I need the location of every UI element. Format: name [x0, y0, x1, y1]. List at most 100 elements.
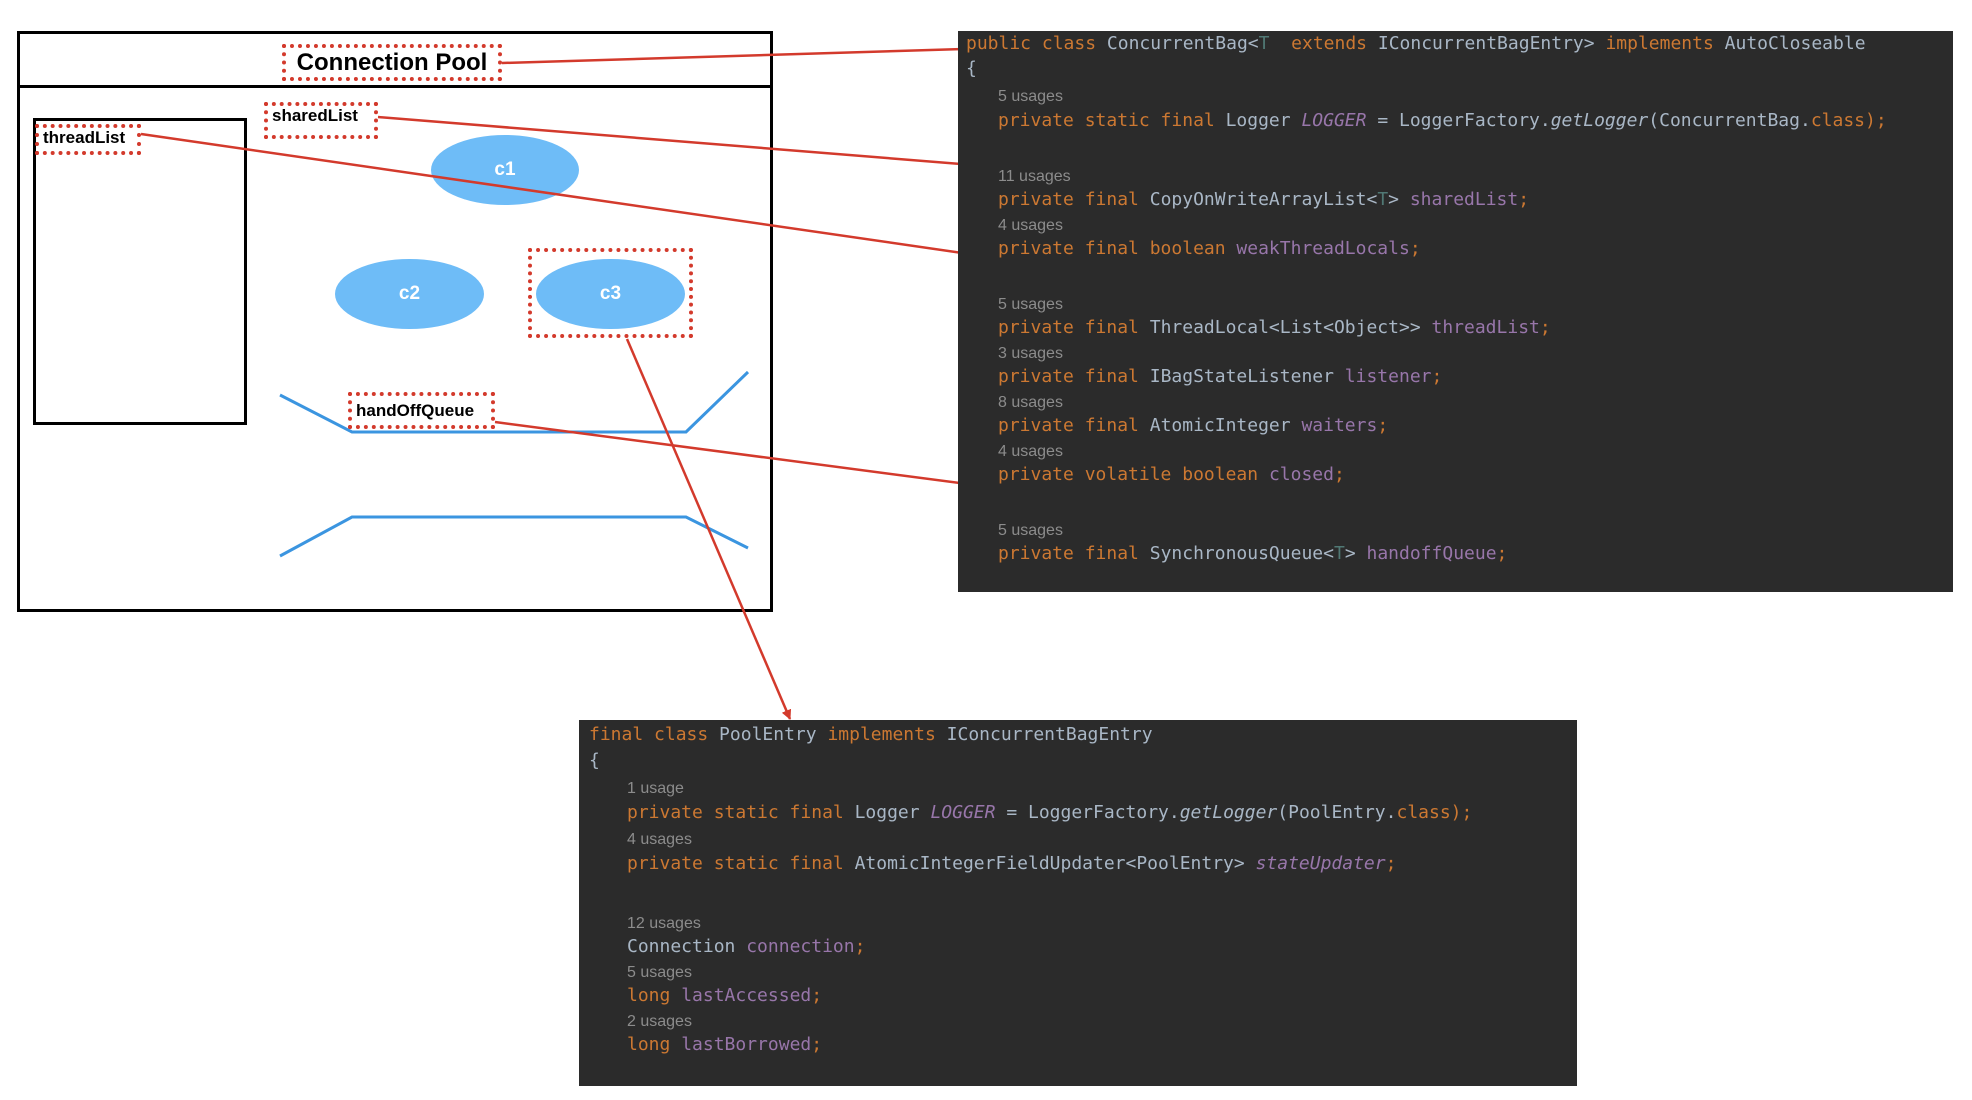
code-token: extends	[1291, 33, 1368, 54]
code-token: implements	[1605, 33, 1714, 54]
code-token: LOGGER	[930, 802, 996, 823]
code-token: handoffQueue	[1366, 543, 1497, 564]
code-token: stateUpdater	[1255, 853, 1386, 874]
code-token: (ConcurrentBag.	[1648, 110, 1811, 131]
code-line: {	[589, 749, 600, 773]
code-token: private final	[998, 543, 1139, 564]
usage-hint: 3 usages	[998, 345, 1063, 362]
code-token: closed	[1268, 464, 1334, 485]
code-line: private final CopyOnWriteArrayList<T> sh…	[998, 188, 1529, 212]
code-token: T	[1377, 189, 1389, 210]
code-token: Logger	[1214, 110, 1302, 131]
code-token: );	[1450, 802, 1473, 823]
code-token: private volatile boolean	[998, 464, 1259, 485]
code-token: long	[627, 985, 671, 1006]
usage-hint: 5 usages	[998, 296, 1063, 313]
code-token: ;	[1409, 238, 1421, 259]
pool-title: Connection Pool	[282, 44, 502, 81]
handoff-queue-label: handOffQueue	[348, 392, 495, 429]
pool-header-divider	[17, 85, 773, 88]
code-token: implements	[827, 724, 936, 745]
usage-hint: 11 usages	[998, 168, 1071, 185]
code-token: public	[966, 33, 1032, 54]
code-token: lastBorrowed	[681, 1034, 812, 1055]
code-token: = LoggerFactory.	[995, 802, 1180, 823]
connection-c3: c3	[536, 259, 685, 329]
code-token: AtomicIntegerFieldUpdater<PoolEntry>	[843, 853, 1256, 874]
code-line: Connection connection;	[627, 935, 865, 959]
code-token: private static final	[627, 853, 844, 874]
code-token: T	[1333, 543, 1345, 564]
code-token: T	[1258, 33, 1270, 54]
code-token: private final	[998, 415, 1139, 436]
thread-list-box	[33, 118, 247, 425]
usage-hint: 5 usages	[998, 88, 1063, 105]
code-token: (PoolEntry.	[1277, 802, 1397, 823]
code-line: private final SynchronousQueue<T> handof…	[998, 542, 1507, 566]
usage-hint: 8 usages	[998, 394, 1063, 411]
code-token: long	[627, 1034, 671, 1055]
code-line: private final AtomicInteger waiters;	[998, 414, 1388, 438]
code-token: ;	[811, 1034, 823, 1055]
connection-c2: c2	[335, 259, 484, 329]
usage-hint: 4 usages	[998, 217, 1063, 234]
code-token: private final	[998, 366, 1139, 387]
code-token: private final	[998, 189, 1139, 210]
code-token: class	[1396, 802, 1451, 823]
code-token: ;	[811, 985, 823, 1006]
code-token: final class	[589, 724, 709, 745]
code-token: = LoggerFactory.	[1366, 110, 1551, 131]
code-token: ;	[1431, 366, 1443, 387]
code-token	[1226, 238, 1237, 259]
code-token: AtomicInteger	[1138, 415, 1302, 436]
code-token: class	[1041, 33, 1097, 54]
code-token: Logger	[843, 802, 931, 823]
code-token: lastAccessed	[681, 985, 812, 1006]
code-token: >	[1388, 189, 1410, 210]
code-token: ;	[1333, 464, 1345, 485]
code-token: private final boolean	[998, 238, 1226, 259]
usage-hint: 5 usages	[998, 522, 1063, 539]
code-token: ;	[1539, 317, 1551, 338]
code-token: CopyOnWriteArrayList<	[1138, 189, 1378, 210]
code-line: private final IBagStateListener listener…	[998, 365, 1442, 389]
code-token	[1269, 33, 1291, 54]
code-token: listener	[1344, 366, 1432, 387]
usage-hint: 2 usages	[627, 1013, 692, 1030]
code-token: ;	[854, 936, 866, 957]
code-token: getLogger	[1550, 110, 1649, 131]
code-token: private static final	[998, 110, 1215, 131]
code-token: private static final	[627, 802, 844, 823]
code-line: private volatile boolean closed;	[998, 463, 1345, 487]
shared-list-label: sharedList	[264, 102, 378, 139]
code-token: Connection	[627, 936, 747, 957]
code-token: LOGGER	[1301, 110, 1367, 131]
code-token: private final	[998, 317, 1139, 338]
code-line: {	[966, 57, 977, 81]
code-token: ConcurrentBag<	[1096, 33, 1259, 54]
code-token: ;	[1377, 415, 1389, 436]
code-line: public class ConcurrentBag<T extends ICo…	[966, 32, 1866, 56]
code-line: long lastBorrowed;	[627, 1033, 822, 1057]
code-line: private static final Logger LOGGER = Log…	[998, 109, 1887, 133]
concurrent-bag-code-panel: public class ConcurrentBag<T extends ICo…	[958, 31, 1953, 592]
code-line: private static final Logger LOGGER = Log…	[627, 801, 1472, 825]
code-token: ThreadLocal<List<Object>>	[1138, 317, 1432, 338]
usage-hint: 4 usages	[627, 831, 692, 848]
usage-hint: 1 usage	[627, 780, 684, 797]
code-token: sharedList	[1409, 189, 1519, 210]
code-token: class	[1810, 110, 1866, 131]
code-token: >	[1344, 543, 1367, 564]
code-token: ;	[1518, 189, 1530, 210]
code-token: ;	[1496, 543, 1508, 564]
code-line: private final ThreadLocal<List<Object>> …	[998, 316, 1551, 340]
usage-hint: 4 usages	[998, 443, 1063, 460]
code-token	[670, 1034, 681, 1055]
code-token: IConcurrentBagEntry	[935, 724, 1153, 745]
code-token: IBagStateListener	[1138, 366, 1345, 387]
code-line: private final boolean weakThreadLocals;	[998, 237, 1421, 261]
code-token: IConcurrentBagEntry>	[1367, 33, 1606, 54]
code-line: long lastAccessed;	[627, 984, 822, 1008]
code-line: final class PoolEntry implements IConcur…	[589, 723, 1153, 747]
thread-list-label: threadList	[35, 124, 141, 155]
